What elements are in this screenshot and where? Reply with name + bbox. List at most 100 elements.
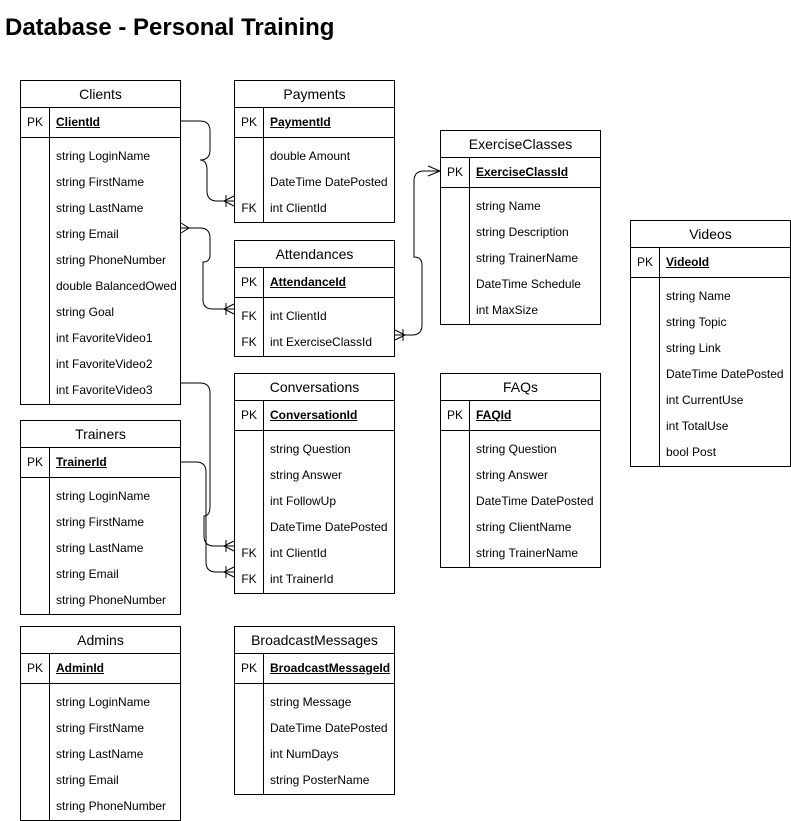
field-row: int FavoriteVideo3 xyxy=(21,377,180,403)
field-row: string PhoneNumber xyxy=(21,587,180,613)
field-row: string PhoneNumber xyxy=(21,247,180,273)
field-name: int TrainerId xyxy=(270,572,334,586)
one-marker-icon xyxy=(427,165,442,177)
field-row: string Goal xyxy=(21,299,180,325)
field-row: int FollowUp xyxy=(235,488,394,514)
crows-foot-icon xyxy=(223,540,235,552)
field-list: string LoginName string FirstName string L… xyxy=(21,684,180,820)
field-row: string LastName xyxy=(21,741,180,767)
link-clients-attendances xyxy=(181,227,234,310)
field-name: int FavoriteVideo1 xyxy=(56,331,153,345)
field-name: string LoginName xyxy=(56,489,151,503)
field-name: string Question xyxy=(270,442,351,456)
field-name: double Amount xyxy=(270,149,351,163)
field-name: string Question xyxy=(476,442,557,456)
field-name: string Description xyxy=(476,225,569,239)
field-row: DateTime DatePosted xyxy=(631,361,790,387)
field-row: string LoginName xyxy=(21,689,180,715)
key-label: PK xyxy=(240,661,257,675)
primary-key-field: VideoId xyxy=(666,255,710,269)
field-name: int ClientId xyxy=(270,546,327,560)
field-row: DateTime DatePosted xyxy=(235,514,394,540)
field-list: string Name string Description string Trai… xyxy=(441,188,600,324)
field-name: string Email xyxy=(56,567,119,581)
field-name: string Email xyxy=(56,227,119,241)
field-row: string ClientName xyxy=(441,514,600,540)
crows-foot-icon xyxy=(223,566,235,578)
field-row: string FirstName xyxy=(21,715,180,741)
field-row: string Name xyxy=(441,193,600,219)
key-column-divider xyxy=(263,107,264,222)
field-row: DateTime DatePosted xyxy=(441,488,600,514)
key-column-divider xyxy=(659,247,660,466)
field-name: string TrainerName xyxy=(476,251,579,265)
field-row: string PosterName xyxy=(235,767,394,793)
field-name: DateTime DatePosted xyxy=(270,721,388,735)
one-marker-icon xyxy=(180,222,190,234)
key-label: FK xyxy=(241,335,257,349)
field-name: string LastName xyxy=(56,541,144,555)
primary-key-row: PK ConversationId xyxy=(235,401,394,431)
key-column-divider xyxy=(49,447,50,614)
key-label: PK xyxy=(26,455,43,469)
primary-key-field: AdminId xyxy=(56,661,104,675)
field-row: string Name xyxy=(631,283,790,309)
entity-title: Clients xyxy=(21,81,180,108)
field-name: string LastName xyxy=(56,747,144,761)
entity-title: Admins xyxy=(21,627,180,654)
field-name: int ClientId xyxy=(270,201,327,215)
primary-key-field: ConversationId xyxy=(270,408,358,422)
field-name: string FirstName xyxy=(56,721,145,735)
field-row: DateTime DatePosted xyxy=(235,169,394,195)
link-clients-conversations xyxy=(181,382,234,547)
primary-key-field: PaymentId xyxy=(270,115,331,129)
key-label: PK xyxy=(240,408,257,422)
key-label: PK xyxy=(26,115,43,129)
key-label: FK xyxy=(241,572,257,586)
field-name: string Topic xyxy=(666,315,727,329)
field-row: int MaxSize xyxy=(441,297,600,323)
field-name: bool Post xyxy=(666,445,717,459)
field-row: string Email xyxy=(21,221,180,247)
field-name: string LoginName xyxy=(56,695,151,709)
link-trainers-conversations xyxy=(181,461,234,573)
field-row: string LastName xyxy=(21,195,180,221)
field-row: string Answer xyxy=(441,462,600,488)
field-row: int FavoriteVideo1 xyxy=(21,325,180,351)
field-row: string Email xyxy=(21,767,180,793)
entity-title: Payments xyxy=(235,81,394,108)
field-row: string Email xyxy=(21,561,180,587)
field-name: string Goal xyxy=(56,305,115,319)
field-name: string Message xyxy=(270,695,352,709)
field-row: string PhoneNumber xyxy=(21,793,180,819)
field-row: string Question xyxy=(441,436,600,462)
field-row: string Link xyxy=(631,335,790,361)
field-name: string ClientName xyxy=(476,520,572,534)
field-name: string LastName xyxy=(56,201,144,215)
field-name: int TotalUse xyxy=(666,419,729,433)
field-name: int FavoriteVideo3 xyxy=(56,383,153,397)
field-row: double Amount xyxy=(235,143,394,169)
field-name: string PhoneNumber xyxy=(56,253,167,267)
field-name: string LoginName xyxy=(56,149,151,163)
